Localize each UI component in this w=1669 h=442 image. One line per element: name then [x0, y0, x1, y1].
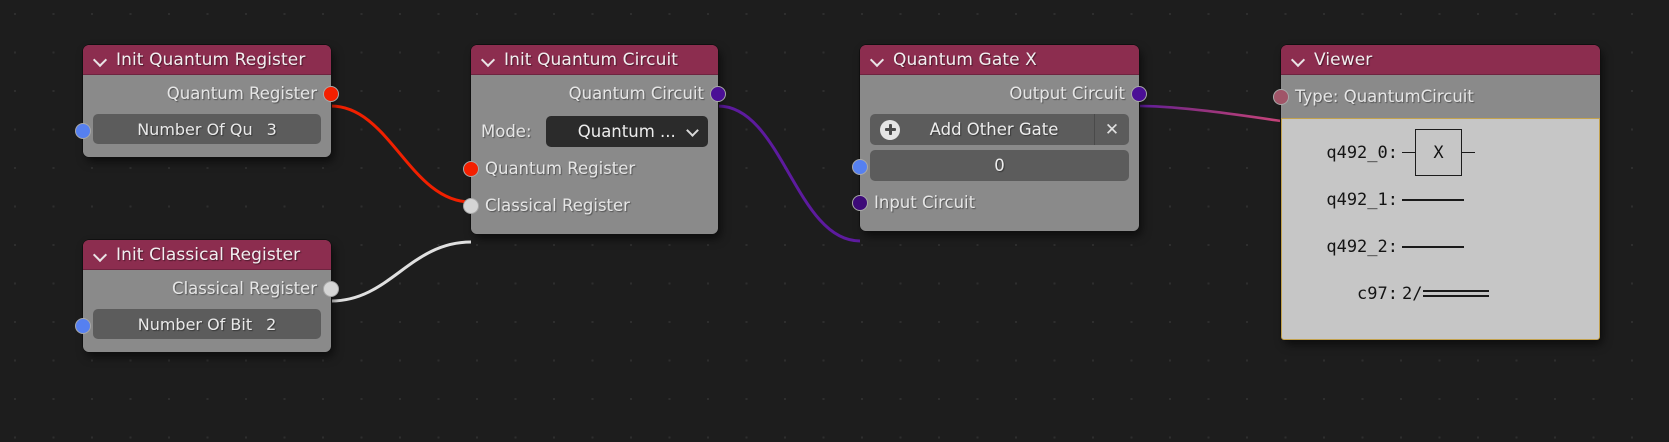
- link-quantum-register: [330, 104, 472, 204]
- node-title: Init Classical Register: [116, 244, 301, 265]
- node-header[interactable]: Viewer: [1281, 45, 1600, 75]
- viewer-type-label: Type: QuantumCircuit: [1295, 87, 1474, 106]
- gate-value: 0: [994, 156, 1005, 175]
- node-header[interactable]: Init Classical Register: [83, 240, 331, 270]
- input-label: Quantum Register: [485, 159, 636, 178]
- number-of-bits-field[interactable]: Number Of Bit 2: [93, 309, 321, 339]
- mode-dropdown[interactable]: Quantum ...: [545, 115, 708, 147]
- circuit-line: q492_1:: [1282, 176, 1599, 223]
- input-row-viewer-type: Type: QuantumCircuit: [1273, 75, 1600, 118]
- chevron-down-icon[interactable]: [93, 247, 108, 262]
- chevron-down-icon[interactable]: [1291, 52, 1306, 67]
- node-init-quantum-register[interactable]: Init Quantum Register Quantum Register N…: [75, 45, 339, 157]
- socket-number-of-bits-input[interactable]: [75, 318, 91, 334]
- node-body: Type: QuantumCircuit q492_0: X q492_1: q…: [1273, 75, 1600, 340]
- output-label: Quantum Register: [166, 84, 317, 103]
- field-value: 2: [266, 314, 277, 334]
- socket-viewer-input[interactable]: [1273, 89, 1289, 105]
- socket-quantum-register-input[interactable]: [463, 161, 479, 177]
- chevron-down-icon: [687, 125, 700, 138]
- circuit-line: q492_0: X: [1282, 129, 1599, 176]
- input-row-input-circuit: Input Circuit: [852, 184, 1139, 221]
- wire-segment: [1402, 151, 1415, 154]
- chevron-down-icon[interactable]: [870, 52, 885, 67]
- input-row-classical-register: Classical Register: [463, 187, 718, 224]
- node-title: Init Quantum Circuit: [504, 49, 679, 70]
- link-classical-register: [330, 240, 472, 303]
- classical-wire-segment: [1423, 290, 1490, 297]
- widget-row-number-of-qubits: Number Of Qu 3: [75, 112, 331, 149]
- socket-number-of-qubits-input[interactable]: [75, 123, 91, 139]
- socket-quantum-register-output[interactable]: [323, 86, 339, 102]
- socket-input-circuit[interactable]: [852, 195, 868, 211]
- output-label: Quantum Circuit: [568, 84, 704, 103]
- widget-row-number-of-bits: Number Of Bit 2: [75, 307, 331, 344]
- input-label: Input Circuit: [874, 193, 976, 212]
- widget-row-gate-value: 0: [852, 149, 1139, 184]
- mode-row: Mode: Quantum ...: [471, 112, 718, 150]
- circuit-line: q492_2:: [1282, 223, 1599, 270]
- socket-gate-value-input[interactable]: [852, 159, 868, 175]
- chevron-down-icon[interactable]: [481, 52, 496, 67]
- output-row-quantum-register: Quantum Register: [83, 75, 339, 112]
- qubit-label: q492_1:: [1326, 189, 1398, 210]
- wire-segment: [1402, 198, 1464, 201]
- node-title: Init Quantum Register: [116, 49, 306, 70]
- wire-segment: [1462, 151, 1475, 154]
- socket-output-circuit[interactable]: [1131, 86, 1147, 102]
- plus-icon: [880, 119, 900, 140]
- node-body: Output Circuit Add Other Gate ✕ 0 Input …: [852, 75, 1147, 231]
- qubit-label: q492_0:: [1326, 142, 1398, 163]
- socket-quantum-circuit-output[interactable]: [710, 86, 726, 102]
- node-body: Classical Register Number Of Bit 2: [75, 270, 339, 352]
- link-viewer: [1138, 104, 1282, 123]
- gate-value-field[interactable]: 0: [870, 150, 1129, 181]
- node-init-quantum-circuit[interactable]: Init Quantum Circuit Quantum Circuit Mod…: [463, 45, 726, 234]
- add-other-gate-button[interactable]: Add Other Gate ✕: [870, 114, 1129, 145]
- socket-classical-register-input[interactable]: [463, 198, 479, 214]
- node-header[interactable]: Init Quantum Circuit: [471, 45, 718, 75]
- number-of-qubits-field[interactable]: Number Of Qu 3: [93, 114, 321, 144]
- node-viewer[interactable]: Viewer Type: QuantumCircuit q492_0: X q4…: [1273, 45, 1600, 340]
- classical-register-label: c97:: [1357, 283, 1398, 304]
- node-header[interactable]: Init Quantum Register: [83, 45, 331, 75]
- output-label: Classical Register: [172, 279, 317, 298]
- node-header[interactable]: Quantum Gate X: [860, 45, 1139, 75]
- input-row-quantum-register: Quantum Register: [463, 150, 718, 187]
- field-value: 3: [266, 119, 277, 139]
- mode-dropdown-value: Quantum ...: [577, 121, 676, 141]
- node-quantum-gate-x[interactable]: Quantum Gate X Output Circuit Add Other …: [852, 45, 1147, 231]
- socket-classical-register-output[interactable]: [323, 281, 339, 297]
- circuit-preview-panel: q492_0: X q492_1: q492_2: c97:: [1281, 118, 1600, 340]
- node-title: Quantum Gate X: [893, 49, 1037, 70]
- close-icon[interactable]: ✕: [1094, 114, 1129, 145]
- node-body: Quantum Circuit Mode: Quantum ... Quantu…: [463, 75, 726, 234]
- wire-segment: [1402, 245, 1464, 248]
- mode-label: Mode:: [481, 121, 532, 141]
- gate-label: X: [1433, 142, 1444, 163]
- output-row-quantum-circuit: Quantum Circuit: [471, 75, 726, 112]
- node-init-classical-register[interactable]: Init Classical Register Classical Regist…: [75, 240, 339, 352]
- field-label: Number Of Bit: [137, 314, 253, 334]
- gate-x-box: X: [1415, 129, 1462, 176]
- circuit-line: c97: 2/: [1282, 270, 1599, 317]
- link-quantum-circuit: [717, 104, 861, 243]
- qubit-label: q492_2:: [1326, 236, 1398, 257]
- output-label: Output Circuit: [1009, 84, 1125, 103]
- field-label: Number Of Qu: [137, 119, 253, 139]
- output-row-classical-register: Classical Register: [83, 270, 339, 307]
- chevron-down-icon[interactable]: [93, 52, 108, 67]
- input-label: Classical Register: [485, 196, 630, 215]
- output-row-output-circuit: Output Circuit: [860, 75, 1147, 112]
- node-body: Quantum Register Number Of Qu 3: [75, 75, 339, 157]
- node-title: Viewer: [1314, 49, 1373, 70]
- classical-bit-count: 2/: [1402, 283, 1423, 304]
- add-other-gate-label: Add Other Gate: [929, 120, 1059, 139]
